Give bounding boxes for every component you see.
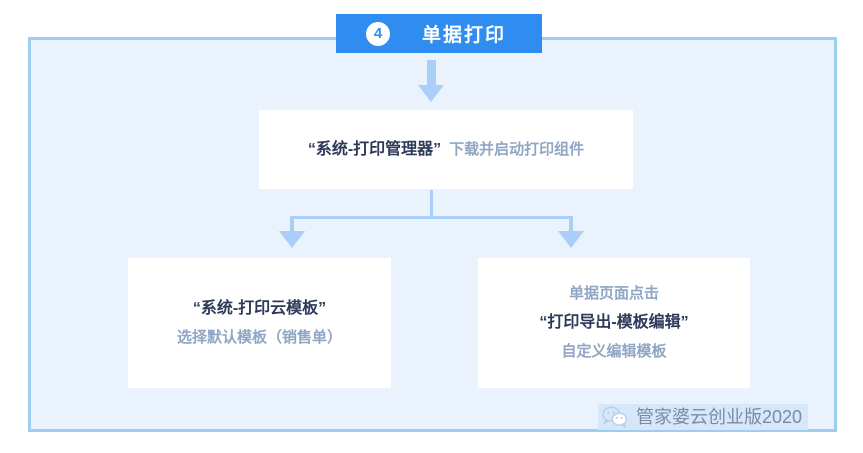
card-template-edit-line-2: “打印导出-模板编辑” xyxy=(539,314,689,332)
footer-watermark: 管家婆云创业版2020 xyxy=(598,404,809,430)
card-print-manager-text-row: “系统-打印管理器” 下载并启动打印组件 xyxy=(308,135,584,165)
connector-branch-stub xyxy=(430,190,433,218)
step-number-badge: 4 xyxy=(366,21,390,46)
arrow-down-left-shaft xyxy=(290,216,294,234)
connector-branch-horizontal xyxy=(291,216,572,219)
card-template-edit: 单据页面点击 “打印导出-模板编辑” 自定义编辑模板 xyxy=(478,258,750,388)
footer-label: 管家婆云创业版2020 xyxy=(636,407,803,427)
wechat-icon xyxy=(602,406,628,428)
card-print-manager: “系统-打印管理器” 下载并启动打印组件 xyxy=(259,110,633,189)
card-template-edit-line-1: 单据页面点击 xyxy=(568,285,659,303)
card-cloud-template-line-1: “系统-打印云模板” xyxy=(192,300,327,318)
step-header-banner: 4 单据打印 xyxy=(336,14,542,53)
step-title: 单据打印 xyxy=(422,25,507,46)
card-cloud-template-line-2: 选择默认模板（销售单） xyxy=(176,328,342,346)
arrow-down-right-icon xyxy=(558,231,584,248)
arrow-down-top-icon xyxy=(418,85,444,102)
arrow-down-left-icon xyxy=(279,231,305,248)
card-cloud-template: “系统-打印云模板” 选择默认模板（销售单） xyxy=(128,258,391,388)
card-print-manager-line-1: “系统-打印管理器” xyxy=(307,140,442,158)
card-template-edit-line-3: 自定义编辑模板 xyxy=(561,342,667,360)
arrow-down-right-shaft xyxy=(569,216,573,234)
arrow-down-top-shaft xyxy=(427,60,436,86)
card-print-manager-line-2: 下载并启动打印组件 xyxy=(449,140,585,158)
